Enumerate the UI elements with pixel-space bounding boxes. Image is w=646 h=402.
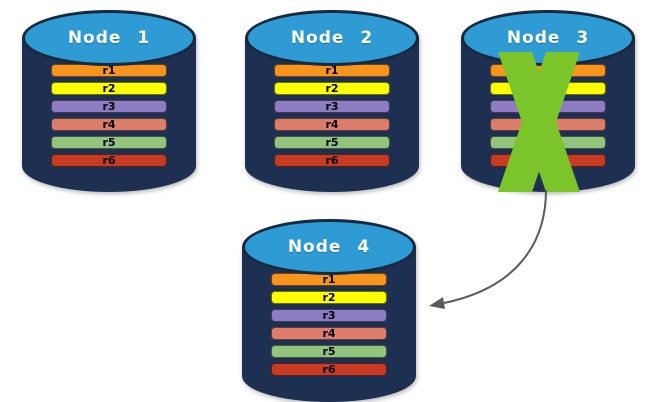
replica-label: r6 xyxy=(325,154,339,167)
replica-label: r5 xyxy=(322,345,336,358)
replica-label: r3 xyxy=(325,100,339,113)
replica-bar-r5: r5 xyxy=(271,345,387,358)
node-2-cylinder: Node 2 r1 r2 r3 r4 r5 r6 xyxy=(245,10,419,192)
cylinder-top: Node 2 xyxy=(245,10,419,66)
replica-bar-r6: r6 xyxy=(271,363,387,376)
replica-label: r1 xyxy=(541,64,555,77)
replica-label: r1 xyxy=(325,64,339,77)
replica-stack: r1 r2 r3 r4 r5 r6 xyxy=(271,273,387,381)
replica-label: r5 xyxy=(102,136,116,149)
replica-label: r4 xyxy=(325,118,339,131)
replica-bar-r3: r3 xyxy=(490,100,606,113)
node-title: Node 1 xyxy=(67,28,151,48)
replica-bar-r2: r2 xyxy=(274,82,390,95)
node-title: Node 4 xyxy=(287,237,371,257)
arrowhead-icon xyxy=(429,297,445,309)
cylinder-top: Node 3 xyxy=(461,10,635,66)
replica-label: r6 xyxy=(322,363,336,376)
cylinder-top: Node 1 xyxy=(22,10,196,66)
replication-arrow xyxy=(429,189,547,309)
replica-bar-r1: r1 xyxy=(274,64,390,77)
replica-label: r2 xyxy=(541,82,555,95)
replica-label: r4 xyxy=(541,118,555,131)
replica-bar-r3: r3 xyxy=(271,309,387,322)
replica-label: r2 xyxy=(322,291,336,304)
replica-bar-r3: r3 xyxy=(274,100,390,113)
cylinder-top: Node 4 xyxy=(242,219,416,275)
replica-label: r1 xyxy=(102,64,116,77)
replica-bar-r2: r2 xyxy=(490,82,606,95)
replica-bar-r4: r4 xyxy=(51,118,167,131)
node-4-cylinder: Node 4 r1 r2 r3 r4 r5 r6 xyxy=(242,219,416,402)
replica-label: r1 xyxy=(322,273,336,286)
replica-stack: r1 r2 r3 r4 r5 r6 xyxy=(490,64,606,172)
replica-bar-r5: r5 xyxy=(274,136,390,149)
replica-label: r6 xyxy=(102,154,116,167)
replica-bar-r6: r6 xyxy=(51,154,167,167)
replica-label: r4 xyxy=(322,327,336,340)
replica-bar-r5: r5 xyxy=(51,136,167,149)
replica-bar-r2: r2 xyxy=(271,291,387,304)
replica-bar-r5: r5 xyxy=(490,136,606,149)
replica-bar-r6: r6 xyxy=(490,154,606,167)
replica-bar-r3: r3 xyxy=(51,100,167,113)
replica-stack: r1 r2 r3 r4 r5 r6 xyxy=(274,64,390,172)
replica-label: r2 xyxy=(102,82,116,95)
node-title: Node 3 xyxy=(506,28,590,48)
replica-label: r4 xyxy=(102,118,116,131)
cylinder-bottom xyxy=(242,350,416,402)
node-1-cylinder: Node 1 r1 r2 r3 r4 r5 r6 xyxy=(22,10,196,192)
replica-bar-r6: r6 xyxy=(274,154,390,167)
replica-bar-r4: r4 xyxy=(274,118,390,131)
replica-label: r5 xyxy=(541,136,555,149)
replica-label: r6 xyxy=(541,154,555,167)
replica-bar-r2: r2 xyxy=(51,82,167,95)
replica-label: r3 xyxy=(102,100,116,113)
replica-label: r5 xyxy=(325,136,339,149)
node-title: Node 2 xyxy=(290,28,374,48)
replica-stack: r1 r2 r3 r4 r5 r6 xyxy=(51,64,167,172)
replica-bar-r4: r4 xyxy=(490,118,606,131)
node-3-cylinder: Node 3 r1 r2 r3 r4 r5 r6 xyxy=(461,10,635,192)
replica-bar-r4: r4 xyxy=(271,327,387,340)
replica-label: r3 xyxy=(322,309,336,322)
replica-label: r2 xyxy=(325,82,339,95)
replica-label: r3 xyxy=(541,100,555,113)
